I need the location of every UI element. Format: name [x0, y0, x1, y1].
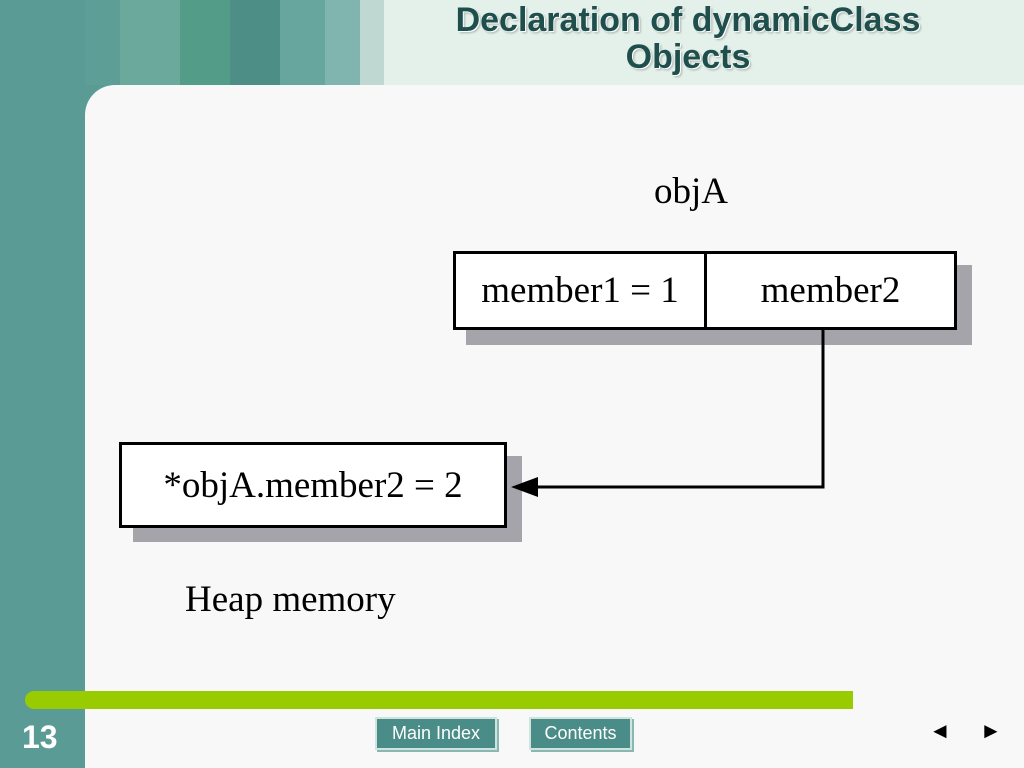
header-stripe-5 — [280, 0, 325, 85]
header-stripe-6 — [325, 0, 360, 85]
title-band — [384, 0, 1024, 85]
slide-title: Declaration of dynamicClass Objects — [384, 2, 992, 76]
pointer-arrowhead — [511, 477, 538, 497]
member1-cell: member1 = 1 — [453, 251, 707, 330]
accent-bar — [25, 691, 853, 709]
next-slide-icon[interactable]: ► — [980, 718, 1002, 743]
header-stripe-3 — [180, 0, 230, 85]
heap-cell: *objA.member2 = 2 — [119, 442, 507, 528]
member2-cell: member2 — [704, 251, 957, 330]
object-label: objA — [654, 171, 728, 212]
header-stripe-4 — [230, 0, 280, 85]
header-stripe-2 — [120, 0, 180, 85]
page-number: 13 — [22, 719, 58, 755]
previous-slide-icon[interactable]: ◄ — [929, 718, 951, 743]
header-stripe-7 — [360, 0, 384, 85]
heap-memory-label: Heap memory — [185, 579, 396, 620]
title-line-1: Declaration of dynamicClass — [455, 1, 921, 39]
content-area — [85, 85, 1024, 768]
header-stripe-1 — [85, 0, 120, 85]
main-index-button[interactable]: Main Index — [375, 717, 497, 750]
contents-button[interactable]: Contents — [529, 717, 632, 750]
pointer-line — [535, 330, 825, 489]
title-line-2: Objects — [625, 38, 751, 76]
